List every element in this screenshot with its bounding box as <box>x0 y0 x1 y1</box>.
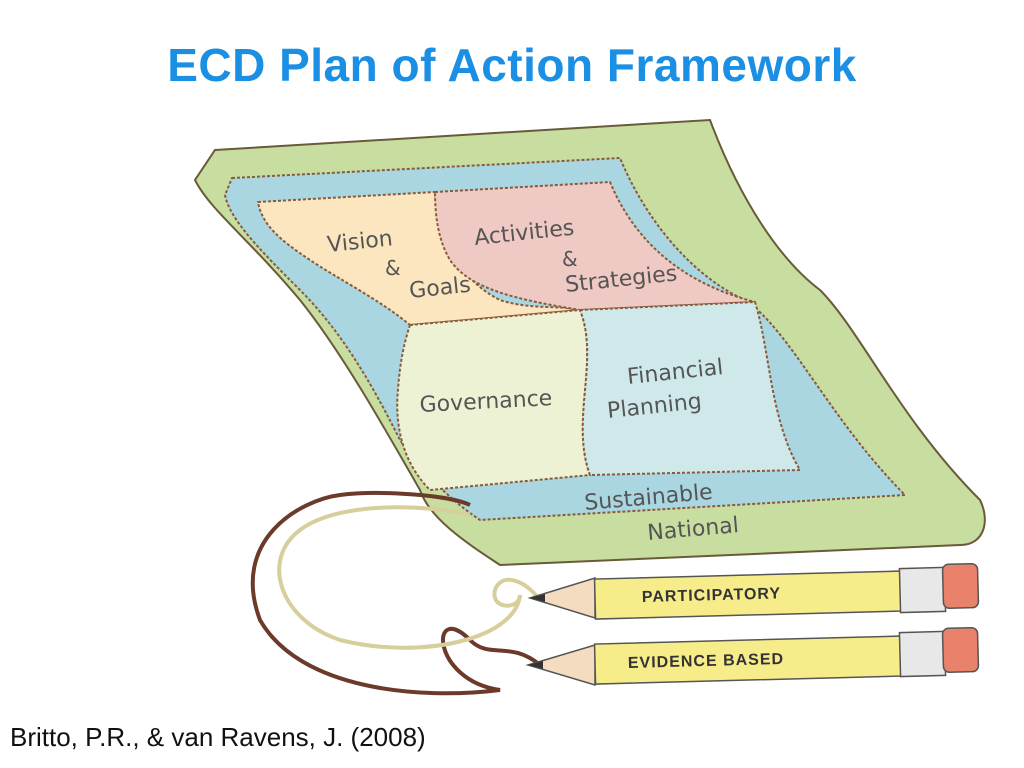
participatory-label: PARTICIPATORY <box>642 585 782 606</box>
quadrant-governance <box>396 308 592 492</box>
quadrant-activities <box>433 180 756 312</box>
evidence-based-label: EVIDENCE BASED <box>628 651 785 672</box>
vision-amp: & <box>385 256 401 280</box>
participatory-string <box>277 505 542 650</box>
quadrant-vision-goals <box>256 190 581 327</box>
citation: Britto, P.R., & van Ravens, J. (2008) <box>10 722 426 752</box>
quadrant-financial <box>578 300 802 477</box>
activities-amp: & <box>562 247 578 271</box>
pencil-participatory: PARTICIPATORY <box>527 562 980 620</box>
pencil-evidence-based: EVIDENCE BASED <box>525 626 980 687</box>
slide-title: ECD Plan of Action Framework <box>167 39 857 91</box>
